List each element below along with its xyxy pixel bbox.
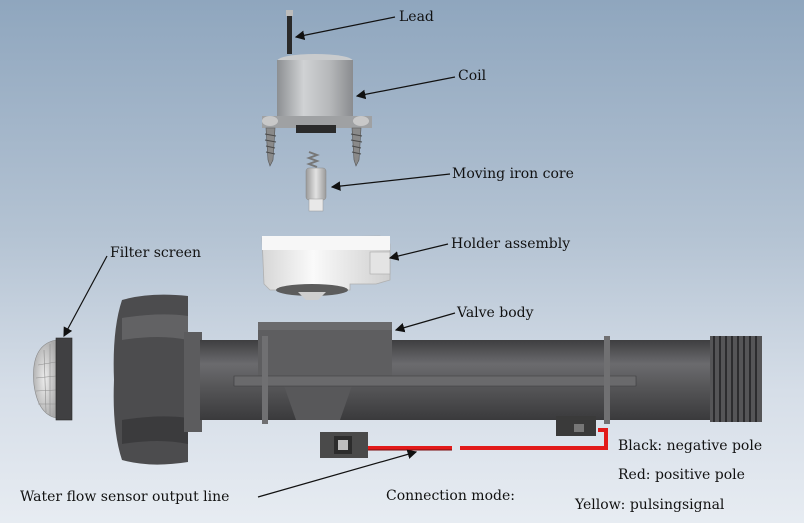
label-output-line: Water flow sensor output line bbox=[20, 489, 230, 505]
label-lead: Lead bbox=[399, 9, 434, 25]
moving-iron-core bbox=[305, 151, 327, 212]
label-filter-screen: Filter screen bbox=[110, 245, 202, 261]
core-arrow bbox=[330, 173, 451, 191]
coil-arrow bbox=[355, 76, 456, 100]
lead bbox=[286, 10, 293, 54]
filter-screen bbox=[33, 337, 73, 421]
lead-arrow bbox=[294, 16, 396, 41]
label-holder-assembly: Holder assembly bbox=[451, 236, 571, 252]
sensor-output-line bbox=[320, 416, 608, 458]
label-valve-body: Valve body bbox=[457, 305, 534, 321]
label-connection-mode: Connection mode: bbox=[386, 488, 515, 504]
label-moving-iron-core: Moving iron core bbox=[452, 166, 574, 182]
output-line-arrow bbox=[257, 449, 418, 498]
leader-lines bbox=[63, 16, 456, 498]
label-coil: Coil bbox=[458, 68, 487, 84]
valve-body bbox=[113, 294, 762, 465]
label-yellow-signal: Yellow: pulsingsignal bbox=[575, 497, 725, 513]
holder-assembly bbox=[261, 235, 391, 300]
label-red-pole: Red: positive pole bbox=[618, 467, 745, 483]
holder-arrow bbox=[388, 243, 449, 261]
valve-arrow bbox=[394, 312, 456, 333]
filter-arrow bbox=[63, 255, 108, 338]
label-black-pole: Black: negative pole bbox=[618, 438, 763, 454]
coil bbox=[262, 54, 372, 167]
